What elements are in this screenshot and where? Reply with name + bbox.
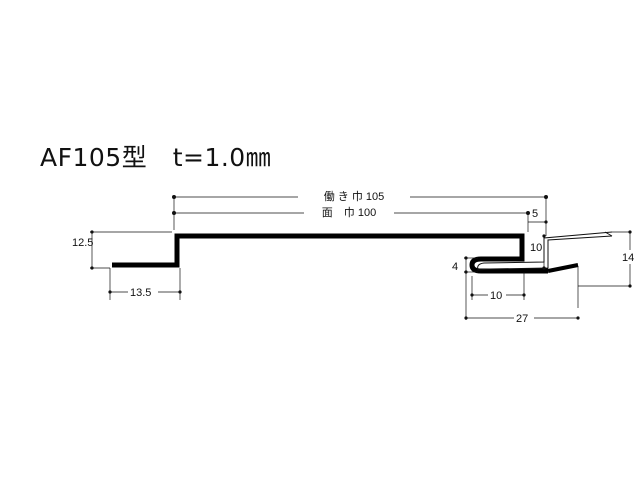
adjacent-panel-outline [477, 231, 613, 271]
dim-dot [628, 284, 632, 288]
dim-dot [576, 316, 580, 320]
profile-outline [112, 233, 548, 274]
dim-dot [108, 290, 112, 294]
dim-dot [470, 293, 474, 297]
label-bg [488, 288, 506, 302]
dim-dot [544, 220, 548, 224]
dim-13-5: 13.5 [130, 287, 151, 299]
dim-4: 4 [452, 261, 458, 273]
dim-14: 14 [622, 252, 634, 264]
dim-working-width: 働 き 巾 105 [324, 189, 385, 203]
adjacent-panel-edge [604, 231, 613, 237]
dim-dot [172, 211, 176, 215]
label-bg [128, 285, 158, 299]
dim-dot [90, 266, 94, 270]
dim-5: 5 [532, 208, 538, 220]
label-bg [514, 311, 534, 325]
dim-27: 27 [516, 313, 528, 325]
dim-dot [542, 234, 546, 238]
label-bg [298, 189, 410, 203]
dim-dot [464, 316, 468, 320]
dim-10-vertical: 10 [530, 242, 542, 254]
dim-dot [178, 290, 182, 294]
dim-12-5: 12.5 [72, 237, 93, 249]
label-bg [304, 205, 394, 219]
drawing-title: AF105型 t=1.0㎜ [40, 143, 272, 172]
dim-10-horizontal: 10 [490, 290, 502, 302]
dim-dot [464, 256, 468, 260]
dim-dot [464, 270, 468, 274]
dim-dot [522, 293, 526, 297]
dim-dot [90, 230, 94, 234]
dim-dot [542, 266, 546, 270]
dim-face-width: 面 巾 100 [322, 205, 376, 219]
dim-dot [628, 230, 632, 234]
profile-lower-lip [547, 263, 579, 273]
label-bg [620, 250, 636, 264]
